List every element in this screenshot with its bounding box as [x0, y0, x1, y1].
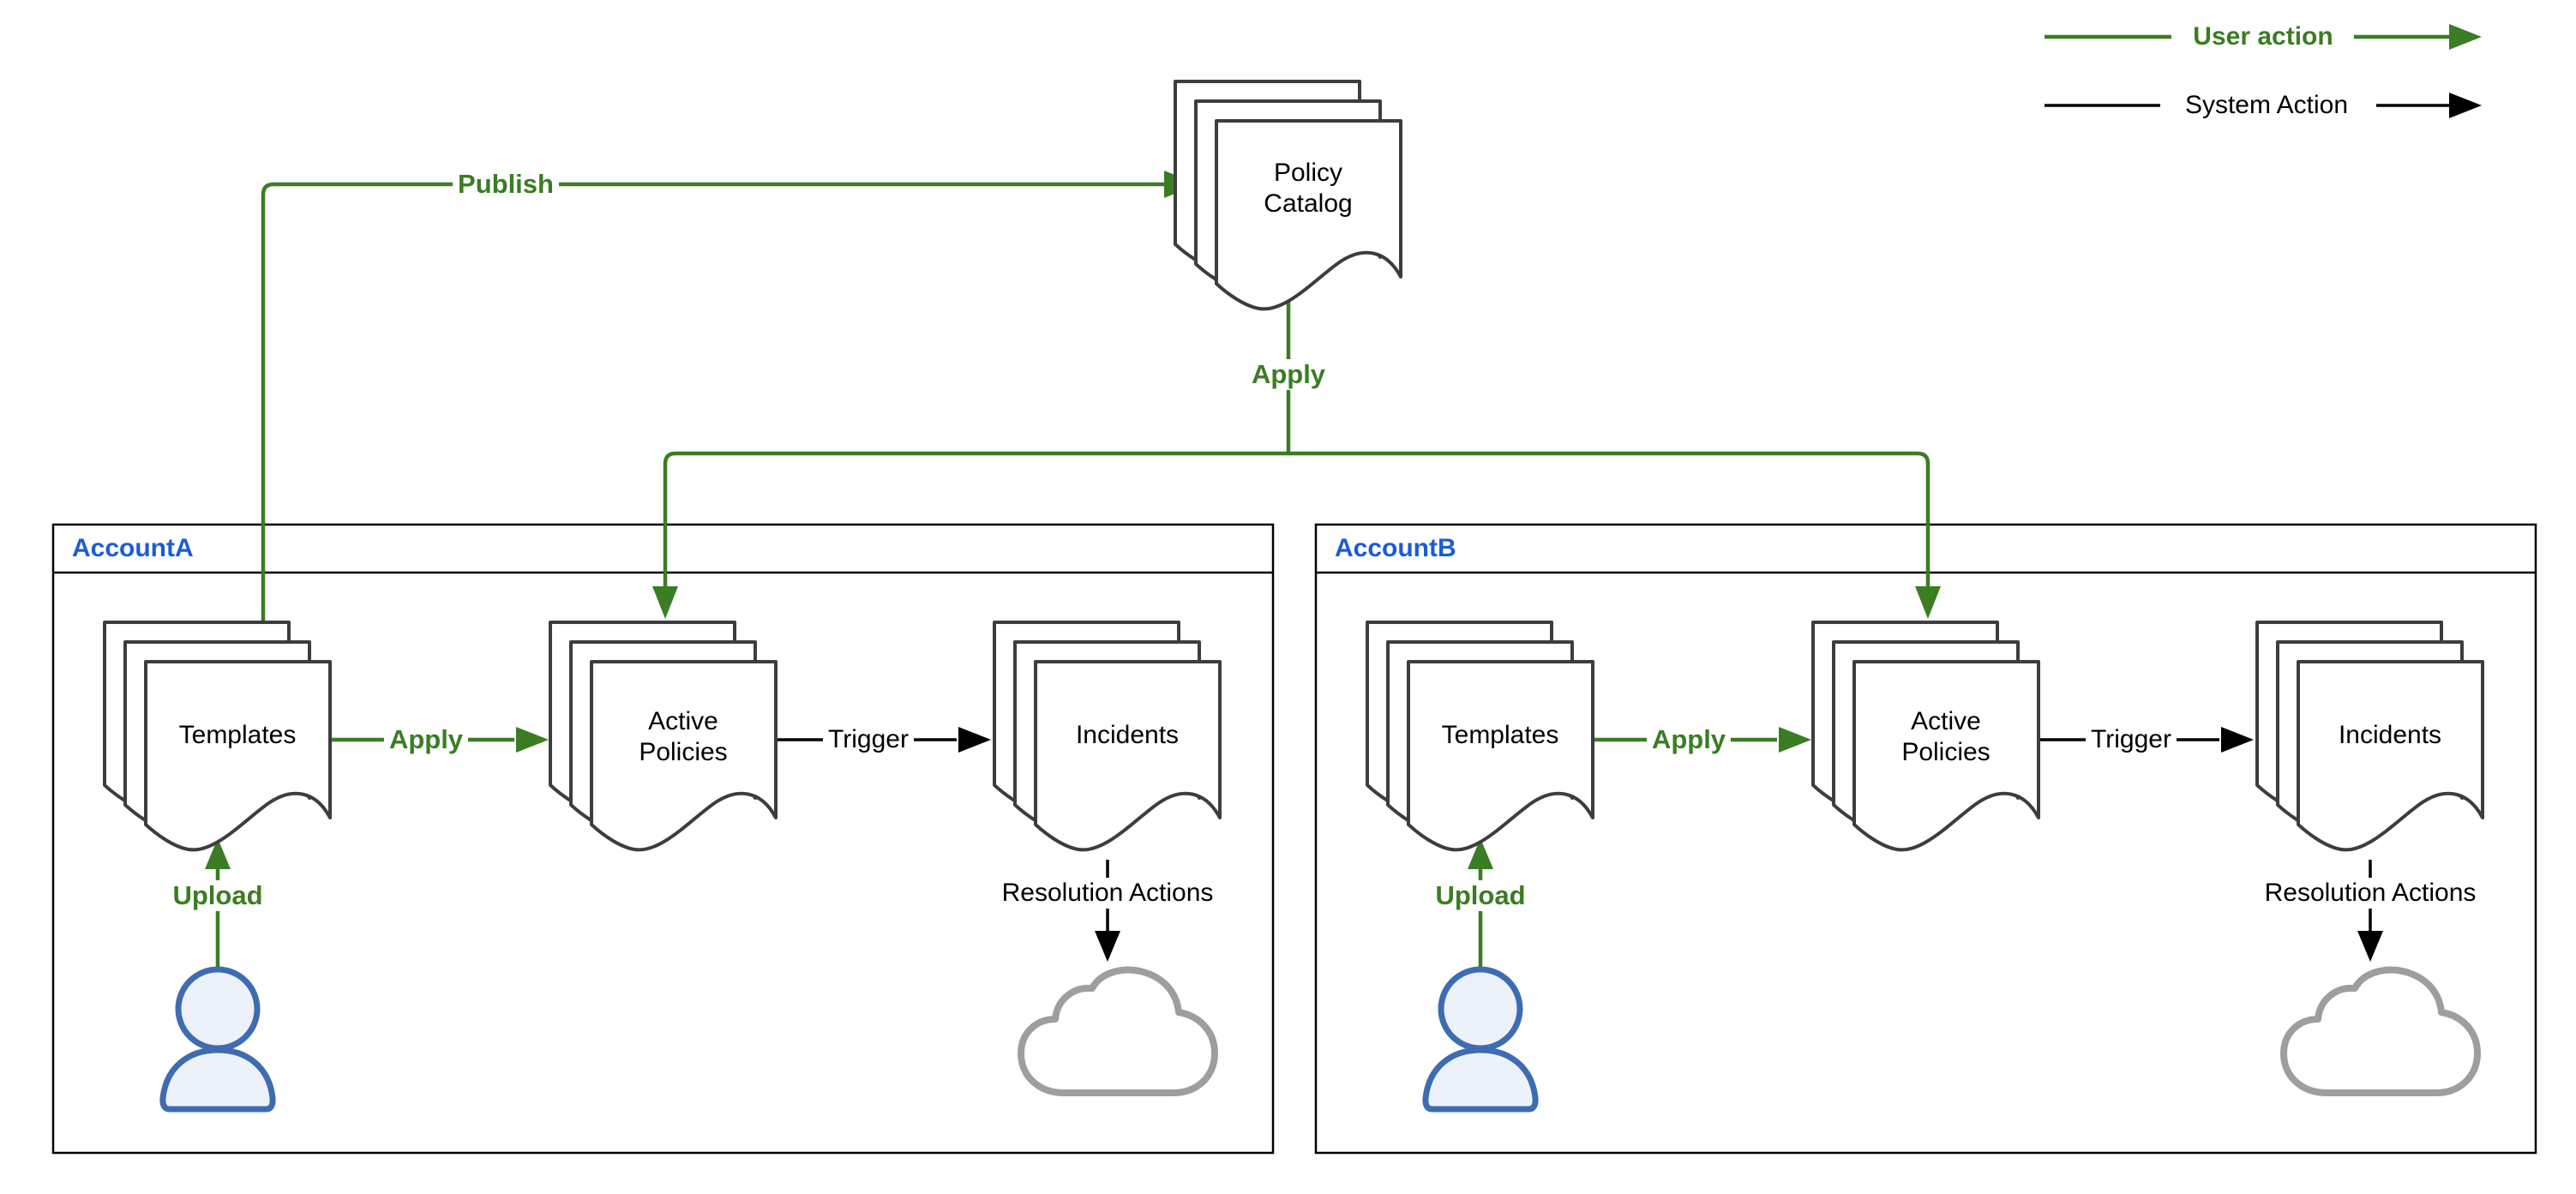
- account-b-title: AccountB: [1335, 534, 1456, 562]
- incidents-label-b: Incidents: [2338, 721, 2442, 749]
- apply-arrow-b-head-icon: [1779, 727, 1811, 753]
- legend-user-arrowhead-icon: [2449, 24, 2482, 50]
- publish-edge-label: Publish: [453, 169, 559, 200]
- trigger-arrow-b-head-icon: [2221, 727, 2254, 753]
- upload-edge-label-b: Upload: [1430, 880, 1531, 911]
- resolution-arrow-a-head-icon: [1095, 931, 1120, 962]
- trigger-edge-label-b: Trigger: [2086, 724, 2177, 755]
- apply-arrowhead-a-icon: [652, 586, 678, 619]
- active-policies-label-b: Active Policies: [1901, 707, 1991, 766]
- policy-catalog-label: Policy Catalog: [1264, 159, 1353, 218]
- upload-arrow-a-head-icon: [205, 838, 231, 869]
- apply-trunk-edge-label: Apply: [1246, 359, 1331, 390]
- apply-branch-line: [663, 451, 1930, 600]
- account-a-title: AccountA: [72, 534, 194, 562]
- trigger-arrow-a-head-icon: [958, 727, 991, 753]
- legend-user-action-label: User action: [2193, 22, 2333, 51]
- publish-arrow: [261, 182, 1164, 622]
- incidents-label-a: Incidents: [1075, 721, 1180, 749]
- templates-label-b: Templates: [1441, 721, 1559, 749]
- apply-edge-label-b: Apply: [1646, 724, 1732, 755]
- upload-edge-label-a: Upload: [167, 880, 268, 911]
- apply-edge-label-a: Apply: [383, 724, 469, 755]
- resolution-arrow-b-head-icon: [2357, 931, 2383, 962]
- resolution-edge-label-a: Resolution Actions: [996, 878, 1219, 909]
- trigger-edge-label-a: Trigger: [823, 724, 914, 755]
- legend: [2045, 24, 2482, 118]
- legend-system-arrowhead-icon: [2449, 93, 2482, 118]
- resolution-edge-label-b: Resolution Actions: [2259, 878, 2482, 909]
- apply-arrowhead-b-icon: [1915, 586, 1941, 619]
- legend-system-action-label: System Action: [2184, 91, 2349, 119]
- upload-arrow-b-head-icon: [1468, 838, 1493, 869]
- active-policies-label-a: Active Policies: [639, 707, 728, 766]
- apply-arrow-a-head-icon: [516, 727, 549, 753]
- templates-label-a: Templates: [178, 721, 297, 749]
